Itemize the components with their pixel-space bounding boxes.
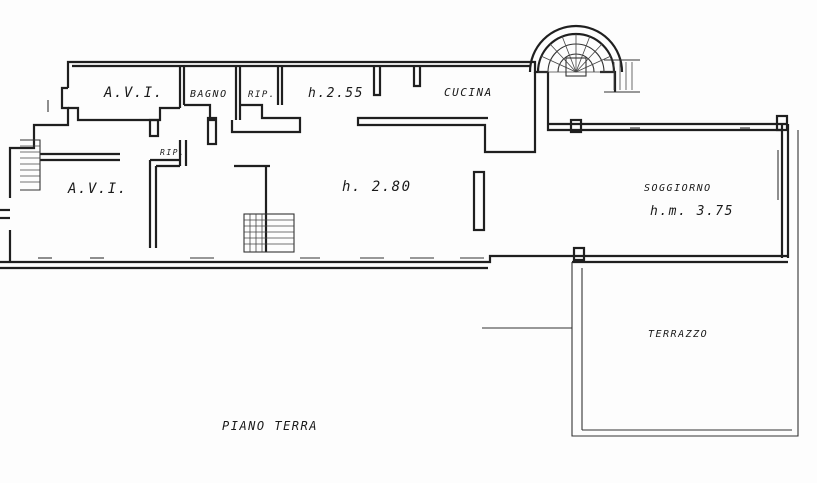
room-label-rip-small: RIP. — [160, 148, 185, 157]
floor-title: PIANO TERRA — [222, 419, 318, 433]
interior-walls — [40, 66, 486, 252]
room-label-h255: h.2.55 — [308, 86, 364, 101]
room-label-soggiorno-height: h.m. 3.75 — [650, 204, 734, 219]
window-marks — [38, 127, 779, 259]
room-label-avi-left: A.V.I. — [67, 181, 128, 197]
spiral-staircase — [528, 24, 640, 93]
room-label-soggiorno: SOGGIORNO — [644, 183, 712, 194]
exterior-walls — [0, 60, 790, 270]
room-label-rip-top: RIP. — [248, 90, 276, 100]
entry-staircase — [0, 100, 49, 220]
room-label-cucina: CUCINA — [444, 86, 493, 99]
terrace-outline — [482, 130, 799, 437]
room-label-avi-top: A.V.I. — [103, 85, 164, 101]
room-label-terrazzo: TERRAZZO — [648, 329, 708, 340]
interior-staircase — [243, 213, 295, 253]
room-label-main-h280: h. 2.80 — [342, 179, 412, 195]
room-label-bagno: BAGNO — [190, 89, 228, 100]
